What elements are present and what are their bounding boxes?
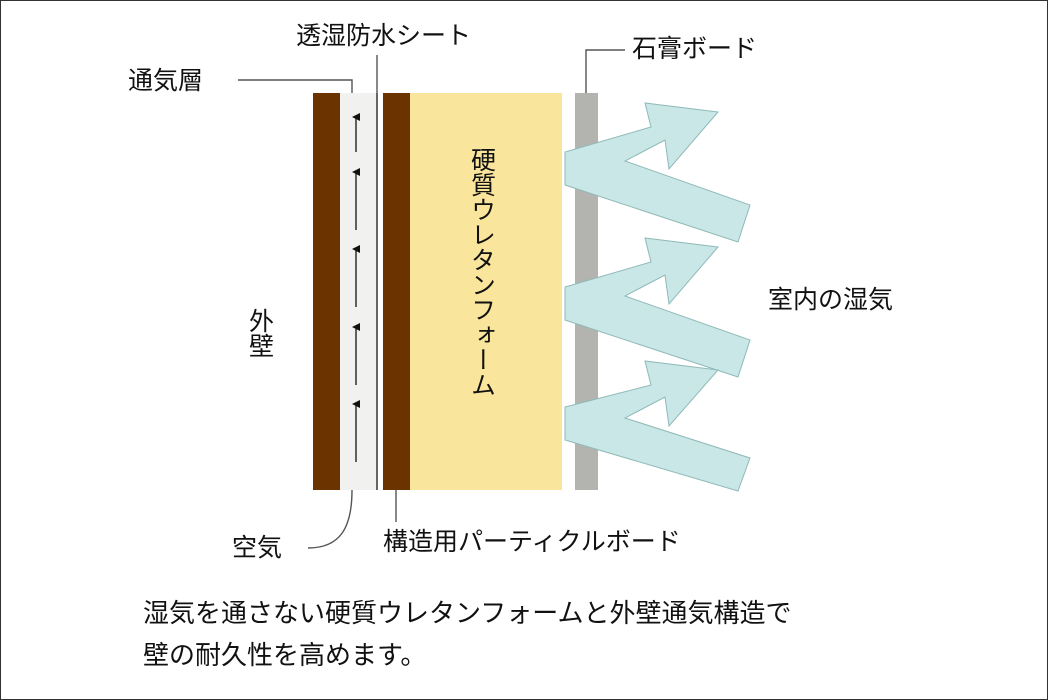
label-air-layer: 通気層 bbox=[128, 66, 203, 95]
urethane-foam-layer bbox=[410, 93, 562, 490]
leader-lines bbox=[238, 49, 625, 549]
label-indoor-moisture: 室内の湿気 bbox=[768, 285, 893, 314]
moisture-arrow-middle bbox=[564, 237, 751, 378]
caption-line-1: 湿気を通さない硬質ウレタンフォームと外壁通気構造で bbox=[143, 599, 792, 629]
label-urethane-foam: 硬質ウレタンフォーム bbox=[468, 147, 497, 397]
air-layer bbox=[340, 93, 376, 490]
label-air: 空気 bbox=[232, 533, 282, 562]
leader-air bbox=[307, 489, 353, 549]
label-gypsum: 石膏ボード bbox=[632, 34, 757, 63]
structural-board-layer bbox=[383, 93, 410, 490]
caption-line-2: 壁の耐久性を高めます。 bbox=[143, 641, 427, 671]
label-exterior-wall: 外壁 bbox=[246, 308, 275, 358]
moisture-arrow-bottom bbox=[564, 360, 751, 492]
exterior-wall-layer bbox=[313, 93, 340, 490]
leader-air-layer bbox=[238, 79, 353, 93]
leader-gypsum bbox=[585, 49, 625, 93]
moisture-arrows bbox=[564, 102, 751, 492]
moisture-arrow-top bbox=[564, 102, 751, 243]
label-structural-board: 構造用パーティクルボード bbox=[383, 527, 681, 556]
caption: 湿気を通さない硬質ウレタンフォームと外壁通気構造で 壁の耐久性を高めます。 bbox=[143, 593, 943, 677]
label-membrane: 透湿防水シート bbox=[296, 21, 471, 50]
